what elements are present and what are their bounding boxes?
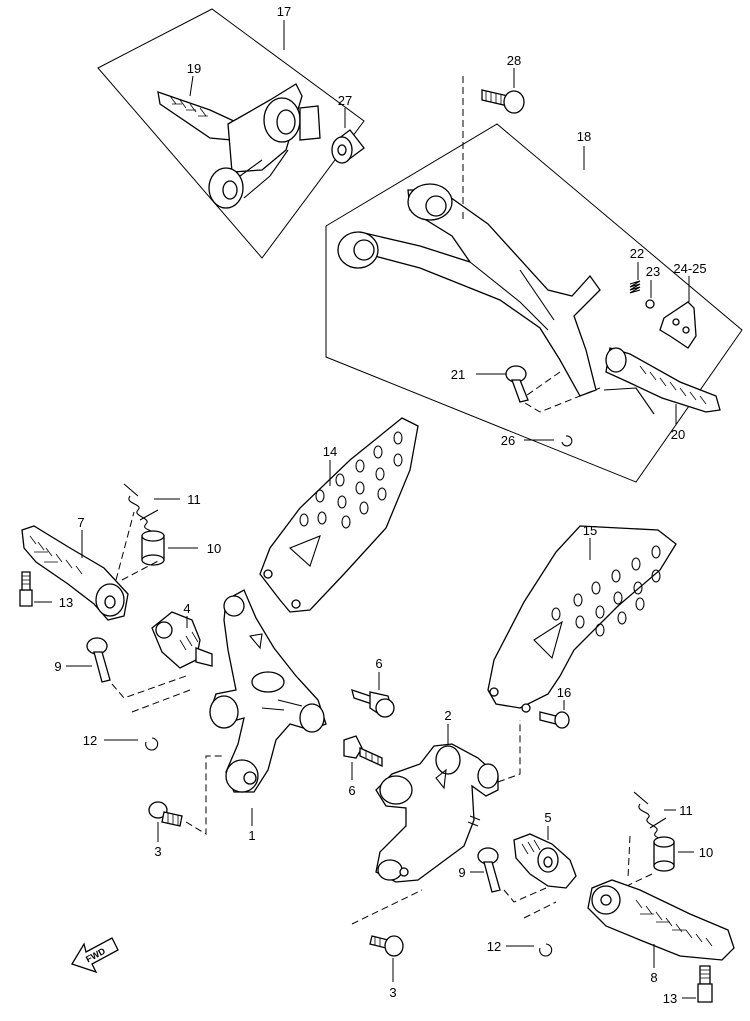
callout-3-upper: 3 bbox=[154, 844, 161, 859]
part-10-bush-right bbox=[613, 835, 694, 893]
callout-18: 18 bbox=[577, 129, 591, 144]
part-24-25-plate bbox=[659, 276, 697, 349]
callout-16: 16 bbox=[557, 685, 571, 700]
part-8-footpeg-right bbox=[587, 879, 735, 968]
callout-11-right: 11 bbox=[679, 803, 693, 818]
callout-14: 14 bbox=[323, 444, 337, 459]
callout-13-right: 13 bbox=[663, 991, 677, 1006]
part-1-bracket bbox=[209, 589, 327, 826]
part-12-clip-right bbox=[506, 943, 553, 957]
part-23-ball bbox=[645, 280, 655, 309]
callout-26: 26 bbox=[501, 433, 515, 448]
callout-19: 19 bbox=[187, 61, 201, 76]
callout-1: 1 bbox=[248, 828, 255, 843]
part-11-spring-right bbox=[633, 791, 676, 843]
part-7-footpeg-left bbox=[21, 511, 161, 621]
callout-3-lower: 3 bbox=[389, 985, 396, 1000]
callout-7: 7 bbox=[77, 515, 84, 530]
part-3-bolt-lower bbox=[351, 889, 423, 982]
callout-8: 8 bbox=[650, 970, 657, 985]
assembly-17-frame bbox=[97, 8, 365, 259]
part-2-bracket bbox=[375, 720, 521, 883]
part-26-clip bbox=[524, 435, 573, 447]
callout-10-right: 10 bbox=[699, 845, 713, 860]
part-15-heel-guard bbox=[487, 525, 677, 713]
part-12-clip-left bbox=[104, 737, 159, 751]
part-21-pin bbox=[476, 365, 529, 403]
part-16-screw bbox=[539, 700, 570, 729]
callout-21: 21 bbox=[451, 367, 465, 382]
callout-10-left: 10 bbox=[207, 541, 221, 556]
callout-20: 20 bbox=[671, 427, 685, 442]
part-20-footpeg bbox=[603, 347, 721, 424]
callout-13-left: 13 bbox=[59, 595, 73, 610]
callout-6-lower: 6 bbox=[348, 783, 355, 798]
part-14-heel-guard bbox=[259, 417, 419, 613]
callout-15: 15 bbox=[583, 523, 597, 538]
part-28-bolt bbox=[462, 68, 525, 212]
callout-6-upper: 6 bbox=[375, 656, 382, 671]
callout-11-left: 11 bbox=[187, 492, 201, 507]
callout-12-left: 12 bbox=[83, 733, 97, 748]
part-6-bolt-lower bbox=[343, 735, 383, 780]
callout-9-left: 9 bbox=[54, 659, 61, 674]
part-9-pin-left bbox=[66, 637, 191, 713]
part-11-spring-left bbox=[123, 483, 180, 535]
part-10-bush-left bbox=[141, 530, 198, 566]
callout-24-25: 24-25 bbox=[673, 261, 706, 276]
part-4-pivot-left bbox=[151, 611, 213, 669]
fwd-arrow-icon: FWD bbox=[71, 937, 119, 974]
callout-27: 27 bbox=[338, 93, 352, 108]
callout-2: 2 bbox=[444, 708, 451, 723]
callout-23: 23 bbox=[646, 264, 660, 279]
callout-17: 17 bbox=[277, 4, 291, 19]
part-6-bolt-upper bbox=[351, 672, 395, 718]
part-3-bolt-upper bbox=[148, 755, 224, 842]
part-13-bolt-right bbox=[682, 965, 713, 1003]
part-13-bolt-left bbox=[19, 571, 52, 607]
part-9-pin-right bbox=[470, 847, 557, 919]
callout-28: 28 bbox=[507, 53, 521, 68]
callout-22: 22 bbox=[630, 246, 644, 261]
part-19-footrest-bracket bbox=[157, 75, 321, 209]
callout-4: 4 bbox=[183, 601, 190, 616]
callout-5: 5 bbox=[544, 810, 551, 825]
part-22-spring bbox=[629, 262, 641, 294]
part-5-pivot-right bbox=[513, 826, 577, 889]
rear-footrest-arm bbox=[337, 183, 601, 413]
callout-9-right: 9 bbox=[458, 865, 465, 880]
part-27-bushing bbox=[331, 108, 365, 164]
callout-12-right: 12 bbox=[487, 939, 501, 954]
